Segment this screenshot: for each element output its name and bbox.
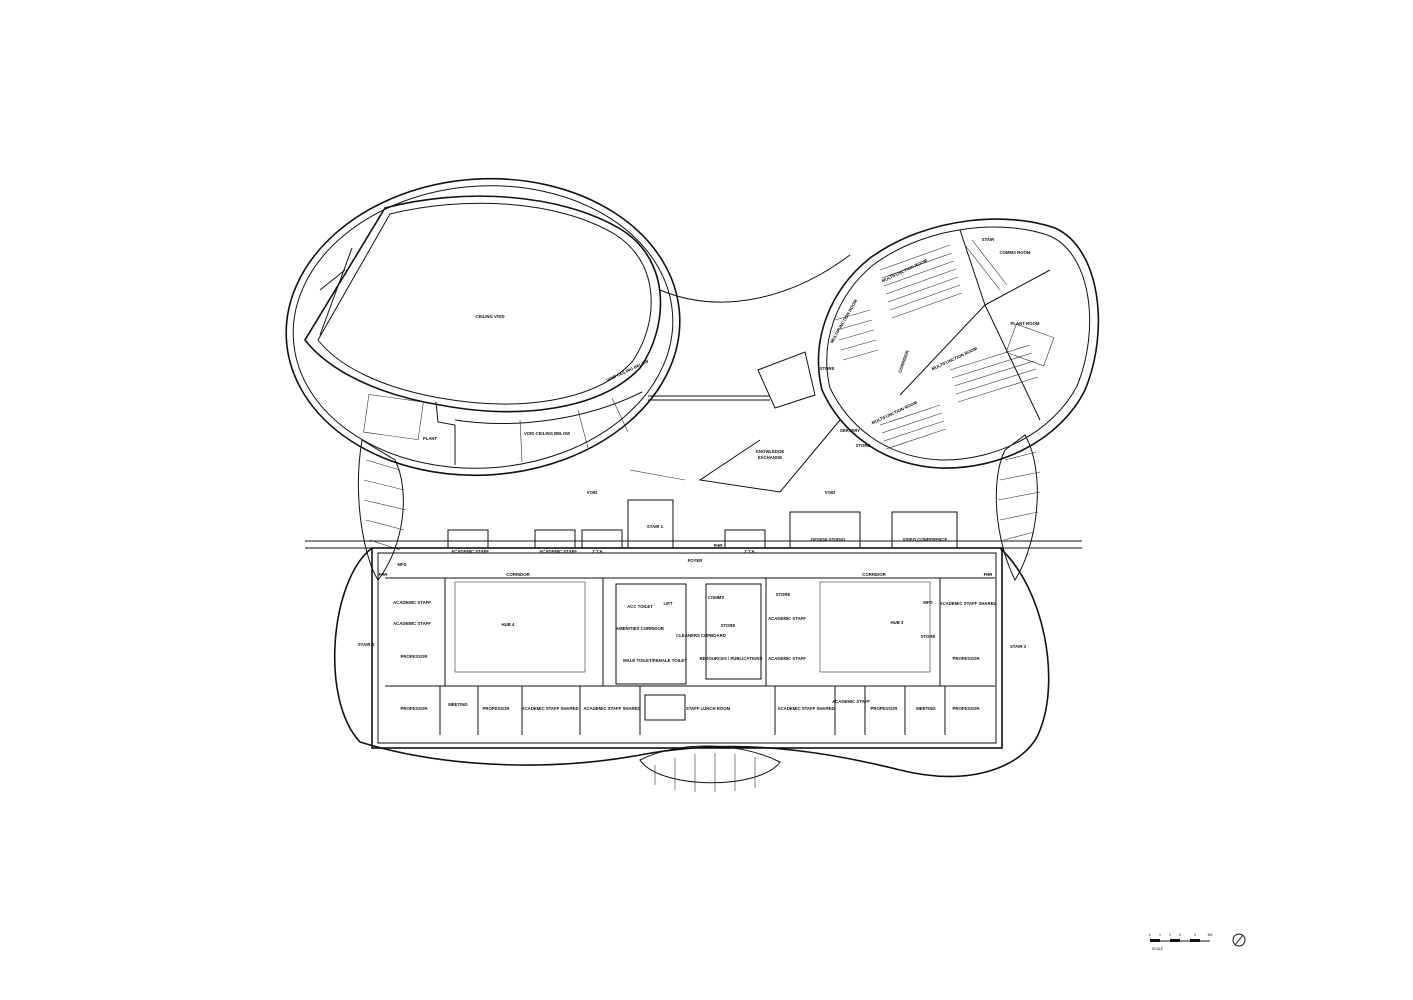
label-fhr-right: FHR: [984, 572, 994, 577]
scale-tick: 1: [1159, 933, 1161, 937]
seating-block-1: [879, 244, 963, 319]
label-academic-staff-r2: ACADEMIC STAFF: [832, 699, 870, 704]
label-corridor-pod: CORRIDOR: [897, 349, 910, 374]
label-amenities-corridor: AMENITIES CORRIDOR: [616, 626, 665, 631]
scale-seg: [1150, 939, 1160, 942]
label-stair-4: STAIR 4: [358, 642, 375, 647]
north-point-icon: [1232, 933, 1246, 947]
label-mfd-right: MFD: [923, 600, 932, 605]
label-store-right: STORE: [776, 592, 791, 597]
label-store-pod-2: STORE: [856, 443, 871, 448]
label-academic-staff-1: ACADEMIC STAFF: [451, 549, 489, 554]
label-staff-lunch-room: STAFF LUNCH ROOM: [686, 706, 731, 711]
label-academic-staff-4: ACADEMIC STAFF: [393, 621, 431, 626]
scale-seg: [1170, 939, 1180, 942]
scale-tick: 2: [1169, 933, 1171, 937]
label-foyer: FOYER: [688, 558, 704, 563]
label-multi-room-1: MULTIFUNCTION ROOM: [881, 258, 928, 284]
label-zta-left: Z.T.A.: [592, 549, 603, 554]
label-acc-toilet: ACC TOILET: [627, 604, 653, 609]
label-hub-3: HUB 3: [891, 620, 905, 625]
label-professor-r1: PROFESSOR: [953, 656, 981, 661]
label-design-studio: DESIGN STUDIO: [811, 537, 846, 542]
label-academic-staff-shared-right: ACADEMIC STAFF SHARED: [939, 601, 996, 606]
scale-tick: 4: [1194, 933, 1196, 937]
seating-block-4: [879, 404, 947, 450]
label-academic-staff-5: ACADEMIC STAFF: [768, 616, 806, 621]
label-mfd-left: MFD: [397, 562, 406, 567]
label-fhr-1: FHR: [714, 543, 724, 548]
label-multi-room-3: MULTIFUNCTION ROOM: [931, 346, 978, 372]
label-fhr-left: FHR: [379, 572, 389, 577]
label-store-mid: STORE: [721, 623, 736, 628]
scale-bar: 0 1 2 3 4 5M SCALE: [1149, 933, 1212, 951]
label-academic-staff-shared-l1: ACADEMIC STAFF SHARED: [521, 706, 578, 711]
label-academic-staff-6: ACADEMIC STAFF: [768, 656, 806, 661]
bridge: [629, 254, 851, 493]
label-plant-left: PLANT: [423, 436, 438, 441]
label-academic-staff-2: ACADEMIC STAFF: [539, 549, 577, 554]
label-academic-staff-shared-l2: ACADEMIC STAFF SHARED: [583, 706, 640, 711]
label-professor-r2: PROFESSOR: [871, 706, 899, 711]
label-stair-top: STAIR: [982, 237, 995, 242]
scale-tick: 5M: [1208, 933, 1213, 937]
seating-block-2: [834, 309, 879, 361]
label-meeting-l: MEETING: [448, 702, 468, 707]
label-corridor-left: CORRIDOR: [506, 572, 530, 577]
label-plant-room: PLANT ROOM: [1011, 321, 1040, 326]
scale-tick: 0: [1149, 933, 1151, 937]
main-building: [305, 499, 1082, 778]
label-void-left: VOID: [587, 490, 598, 495]
label-store-pod: STORE: [820, 366, 835, 371]
label-corridor-right: CORRIDOR: [862, 572, 886, 577]
label-knowledge-exchange-2: EXCHANGE: [758, 455, 782, 460]
label-stair-3: STAIR 3: [1010, 644, 1027, 649]
right-oval-pod: [817, 218, 1100, 469]
label-resources-publications: RESOURCES / PUBLICATIONS: [700, 656, 763, 661]
label-professor-l3: PROFESSOR: [483, 706, 511, 711]
label-academic-staff-3: ACADEMIC STAFF: [393, 600, 431, 605]
scale-seg: [1190, 939, 1200, 942]
label-cleaners-cupboard: CLEANERS CUPBOARD: [676, 633, 726, 638]
label-lift: LIFT: [663, 601, 672, 606]
label-hub-4: HUB 4: [502, 622, 516, 627]
label-professor-r3: PROFESSOR: [953, 706, 981, 711]
label-professor-l1: PROFESSOR: [401, 654, 429, 659]
label-void-right: VOID: [825, 490, 836, 495]
label-store-hub3: STORE: [921, 634, 936, 639]
label-void-ceiling-below-2: VOID CEILING BELOW: [524, 431, 571, 436]
label-knowledge-exchange-1: KNOWLEDGE: [756, 449, 785, 454]
room-labels: CEILING VOID VOID CEILING BELOW VOID CEI…: [358, 237, 1040, 711]
label-comms-room: COMMS ROOM: [999, 250, 1030, 255]
label-multi-room-4: MULTIFUNCTION ROOM: [871, 400, 918, 426]
scale-tick: 3: [1179, 933, 1181, 937]
left-oval-pod: [285, 177, 681, 477]
label-male-female-toilet: MALE TOILET/FEMALE TOILET: [623, 658, 687, 663]
label-professor-l2: PROFESSOR: [401, 706, 429, 711]
label-video-conference: VIDEO CONFERENCE: [903, 537, 948, 542]
label-meeting-r: MEETING: [916, 706, 936, 711]
label-stair-1: STAIR 1: [647, 524, 664, 529]
label-ceiling-void: CEILING VOID: [475, 314, 504, 319]
canopies: [357, 434, 1041, 792]
label-zta-right: Z.T.A.: [744, 549, 755, 554]
label-comms: COMMS: [708, 595, 725, 600]
label-servery: SERVERY: [840, 428, 860, 433]
seating-block-3: [949, 344, 1039, 403]
scale-label: SCALE: [1152, 947, 1164, 951]
label-academic-staff-shared-r: ACADEMIC STAFF SHARED: [777, 706, 834, 711]
